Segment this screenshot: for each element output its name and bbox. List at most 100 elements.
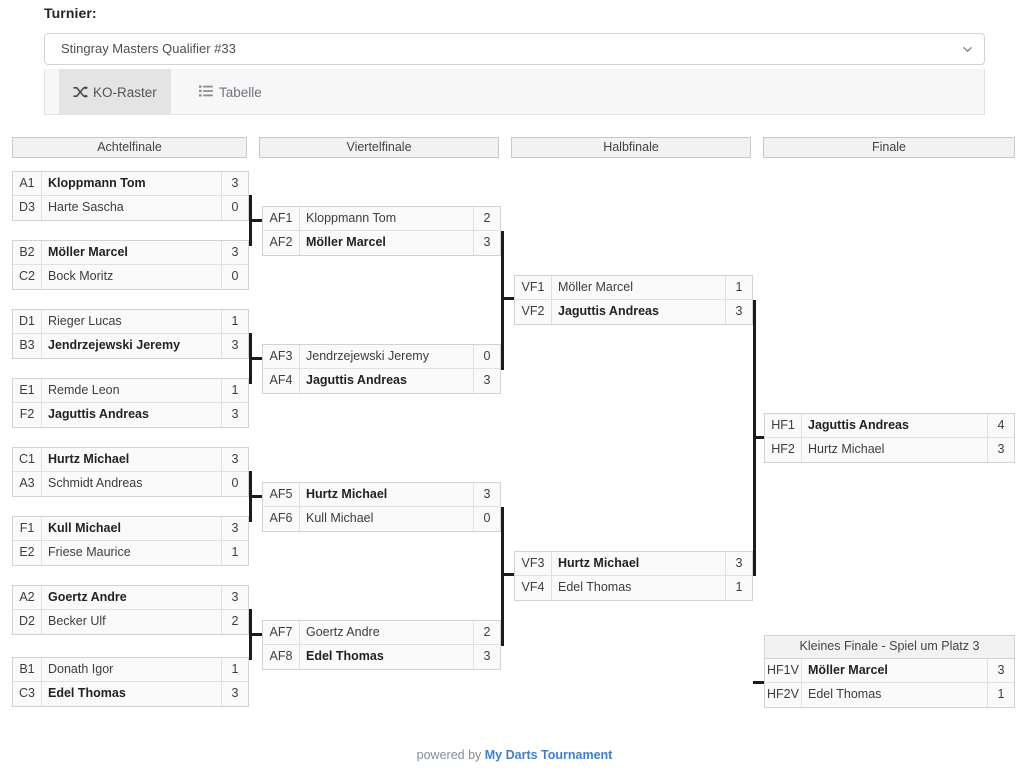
seed-label: AF5 xyxy=(263,483,300,506)
match-row: B1 Donath Igor 1 xyxy=(13,658,248,682)
match-block[interactable]: AF1 Kloppmann Tom 2 AF2 Möller Marcel 3 xyxy=(262,206,501,256)
seed-label: VF1 xyxy=(515,276,552,299)
player-name: Edel Thomas xyxy=(306,649,384,663)
player-name: Jendrzejewski Jeremy xyxy=(48,338,181,352)
match-block[interactable]: E1 Remde Leon 1 F2 Jaguttis Andreas 3 xyxy=(12,378,249,428)
tab-ko-raster[interactable]: KO-Raster xyxy=(59,69,171,115)
match-row: VF3 Hurtz Michael 3 xyxy=(515,552,752,576)
score-value: 3 xyxy=(473,231,500,255)
player-name: Rieger Lucas xyxy=(48,314,122,328)
score-value: 2 xyxy=(473,207,500,230)
third-place-caption: Kleines Finale - Spiel um Platz 3 xyxy=(765,636,1014,659)
match-block[interactable]: F1 Kull Michael 3 E2 Friese Maurice 1 xyxy=(12,516,249,566)
player-name: Goertz Andre xyxy=(306,625,380,639)
match-block[interactable]: AF5 Hurtz Michael 3 AF6 Kull Michael 0 xyxy=(262,482,501,532)
score-value: 2 xyxy=(221,610,248,634)
player-name: Jaguttis Andreas xyxy=(808,418,909,432)
player-name: Hurtz Michael xyxy=(558,556,640,570)
match-row: A2 Goertz Andre 3 xyxy=(13,586,248,610)
score-value: 1 xyxy=(725,576,752,600)
score-value: 0 xyxy=(221,472,248,496)
match-row: B2 Möller Marcel 3 xyxy=(13,241,248,265)
tab-tabelle-label: Tabelle xyxy=(219,84,262,100)
seed-label: VF3 xyxy=(515,552,552,575)
connector xyxy=(501,573,515,576)
match-row: HF1V Möller Marcel 3 xyxy=(765,659,1014,683)
match-row: E2 Friese Maurice 1 xyxy=(13,541,248,565)
score-value: 3 xyxy=(221,334,248,358)
match-row: VF1 Möller Marcel 1 xyxy=(515,276,752,300)
match-block[interactable]: VF1 Möller Marcel 1 VF2 Jaguttis Andreas… xyxy=(514,275,753,325)
seed-label: HF1 xyxy=(765,414,802,437)
seed-label: B2 xyxy=(13,241,42,264)
match-row: C2 Bock Moritz 0 xyxy=(13,265,248,289)
footer-brand-link[interactable]: My Darts Tournament xyxy=(484,748,613,762)
connector xyxy=(249,495,263,498)
seed-label: A1 xyxy=(13,172,42,195)
match-row: A1 Kloppmann Tom 3 xyxy=(13,172,248,196)
footer-prefix: powered by xyxy=(416,748,485,762)
match-block[interactable]: B1 Donath Igor 1 C3 Edel Thomas 3 xyxy=(12,657,249,707)
seed-label: F1 xyxy=(13,517,42,540)
match-block[interactable]: VF3 Hurtz Michael 3 VF4 Edel Thomas 1 xyxy=(514,551,753,601)
seed-label: HF2V xyxy=(765,683,802,707)
player-name: Kloppmann Tom xyxy=(306,211,397,225)
match-block[interactable]: A2 Goertz Andre 3 D2 Becker Ulf 2 xyxy=(12,585,249,635)
connector xyxy=(501,231,504,370)
match-block[interactable]: B2 Möller Marcel 3 C2 Bock Moritz 0 xyxy=(12,240,249,290)
player-name: Edel Thomas xyxy=(808,687,882,701)
match-block[interactable]: A1 Kloppmann Tom 3 D3 Harte Sascha 0 xyxy=(12,171,249,221)
score-value: 0 xyxy=(221,265,248,289)
tournament-select-value: Stingray Masters Qualifier #33 xyxy=(61,41,236,56)
match-block[interactable]: AF3 Jendrzejewski Jeremy 0 AF4 Jaguttis … xyxy=(262,344,501,394)
view-tabbar: KO-Raster Tabelle xyxy=(44,69,985,115)
player-name: Friese Maurice xyxy=(48,545,131,559)
player-name: Möller Marcel xyxy=(808,663,888,677)
player-name: Möller Marcel xyxy=(48,245,128,259)
match-block-third-place[interactable]: Kleines Finale - Spiel um Platz 3 HF1V M… xyxy=(764,635,1015,708)
match-row: AF5 Hurtz Michael 3 xyxy=(263,483,500,507)
player-name: Hurtz Michael xyxy=(306,487,388,501)
match-row: B3 Jendrzejewski Jeremy 3 xyxy=(13,334,248,358)
seed-label: E1 xyxy=(13,379,42,402)
seed-label: AF4 xyxy=(263,369,300,393)
score-value: 3 xyxy=(473,645,500,669)
score-value: 1 xyxy=(221,310,248,333)
score-value: 3 xyxy=(221,403,248,427)
seed-label: AF2 xyxy=(263,231,300,255)
match-block-final[interactable]: HF1 Jaguttis Andreas 4 HF2 Hurtz Michael… xyxy=(764,413,1015,463)
score-value: 1 xyxy=(221,379,248,402)
player-name: Jaguttis Andreas xyxy=(558,304,659,318)
score-value: 1 xyxy=(221,541,248,565)
score-value: 3 xyxy=(987,438,1014,462)
match-block[interactable]: C1 Hurtz Michael 3 A3 Schmidt Andreas 0 xyxy=(12,447,249,497)
player-name: Remde Leon xyxy=(48,383,120,397)
score-value: 0 xyxy=(473,507,500,531)
player-name: Bock Moritz xyxy=(48,269,114,283)
match-block[interactable]: AF7 Goertz Andre 2 AF8 Edel Thomas 3 xyxy=(262,620,501,670)
round-header-viertelfinale: Viertelfinale xyxy=(259,137,499,158)
score-value: 3 xyxy=(725,552,752,575)
score-value: 2 xyxy=(473,621,500,644)
player-name: Möller Marcel xyxy=(306,235,386,249)
player-name: Hurtz Michael xyxy=(808,442,885,456)
tournament-select[interactable]: Stingray Masters Qualifier #33 xyxy=(44,33,985,65)
player-name: Schmidt Andreas xyxy=(48,476,143,490)
score-value: 0 xyxy=(221,196,248,220)
seed-label: AF7 xyxy=(263,621,300,644)
shuffle-icon xyxy=(73,85,88,99)
match-row: HF2V Edel Thomas 1 xyxy=(765,683,1014,707)
match-row: AF8 Edel Thomas 3 xyxy=(263,645,500,669)
seed-label: D2 xyxy=(13,610,42,634)
seed-label: AF1 xyxy=(263,207,300,230)
score-value: 4 xyxy=(987,414,1014,437)
match-block[interactable]: D1 Rieger Lucas 1 B3 Jendrzejewski Jerem… xyxy=(12,309,249,359)
player-name: Kull Michael xyxy=(306,511,374,525)
round-header-achtelfinale: Achtelfinale xyxy=(12,137,247,158)
score-value: 3 xyxy=(473,369,500,393)
match-row: AF1 Kloppmann Tom 2 xyxy=(263,207,500,231)
score-value: 3 xyxy=(221,172,248,195)
page-footer: powered by My Darts Tournament xyxy=(0,748,1029,762)
tab-tabelle[interactable]: Tabelle xyxy=(185,69,276,115)
seed-label: AF3 xyxy=(263,345,300,368)
